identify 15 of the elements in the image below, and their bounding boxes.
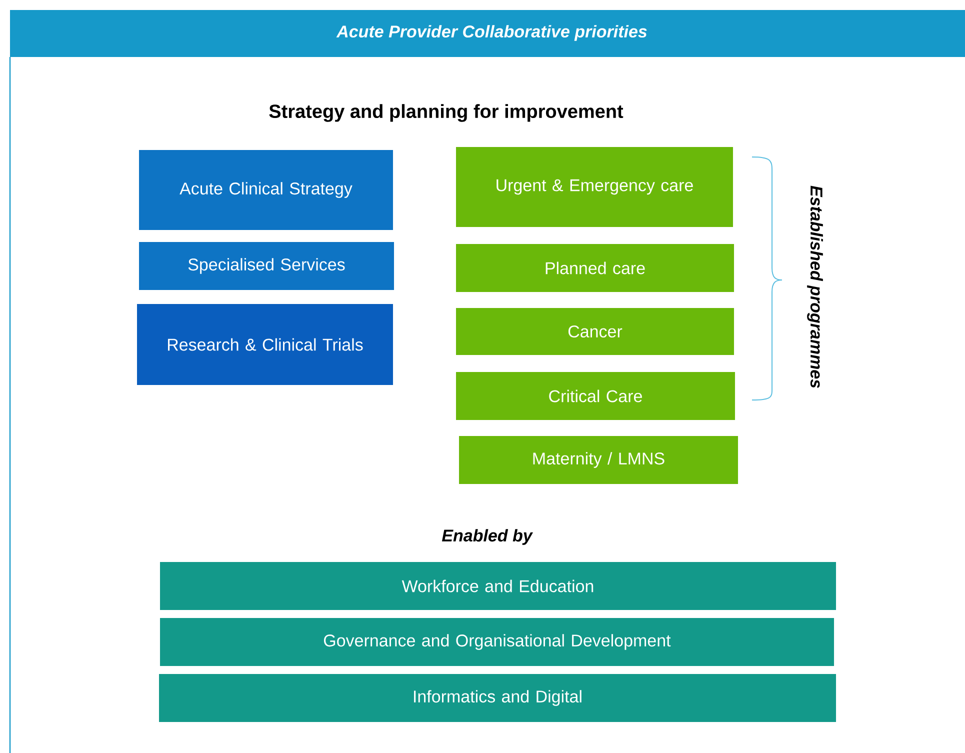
programme-box: Research & Clinical Trials: [137, 304, 393, 385]
programme-box: Cancer: [456, 308, 734, 355]
programme-box: Critical Care: [456, 372, 735, 420]
programme-box: Acute Clinical Strategy: [139, 150, 393, 230]
programme-box: Informatics and Digital: [159, 674, 836, 722]
rotated-label: Established programmes: [807, 186, 823, 388]
programme-box: Governance and Organisational Development: [160, 618, 834, 666]
programme-box: Urgent & Emergency care: [456, 147, 733, 227]
programme-box: Specialised Services: [139, 242, 394, 290]
programme-box: Workforce and Education: [160, 562, 836, 610]
programme-box: Planned care: [456, 244, 734, 292]
section-heading: Strategy and planning for improvement: [269, 104, 624, 122]
section-heading: Enabled by: [442, 529, 534, 545]
header-bar: Acute Provider Collaborative priorities: [10, 10, 965, 57]
programme-box: Maternity / LMNS: [459, 436, 738, 484]
